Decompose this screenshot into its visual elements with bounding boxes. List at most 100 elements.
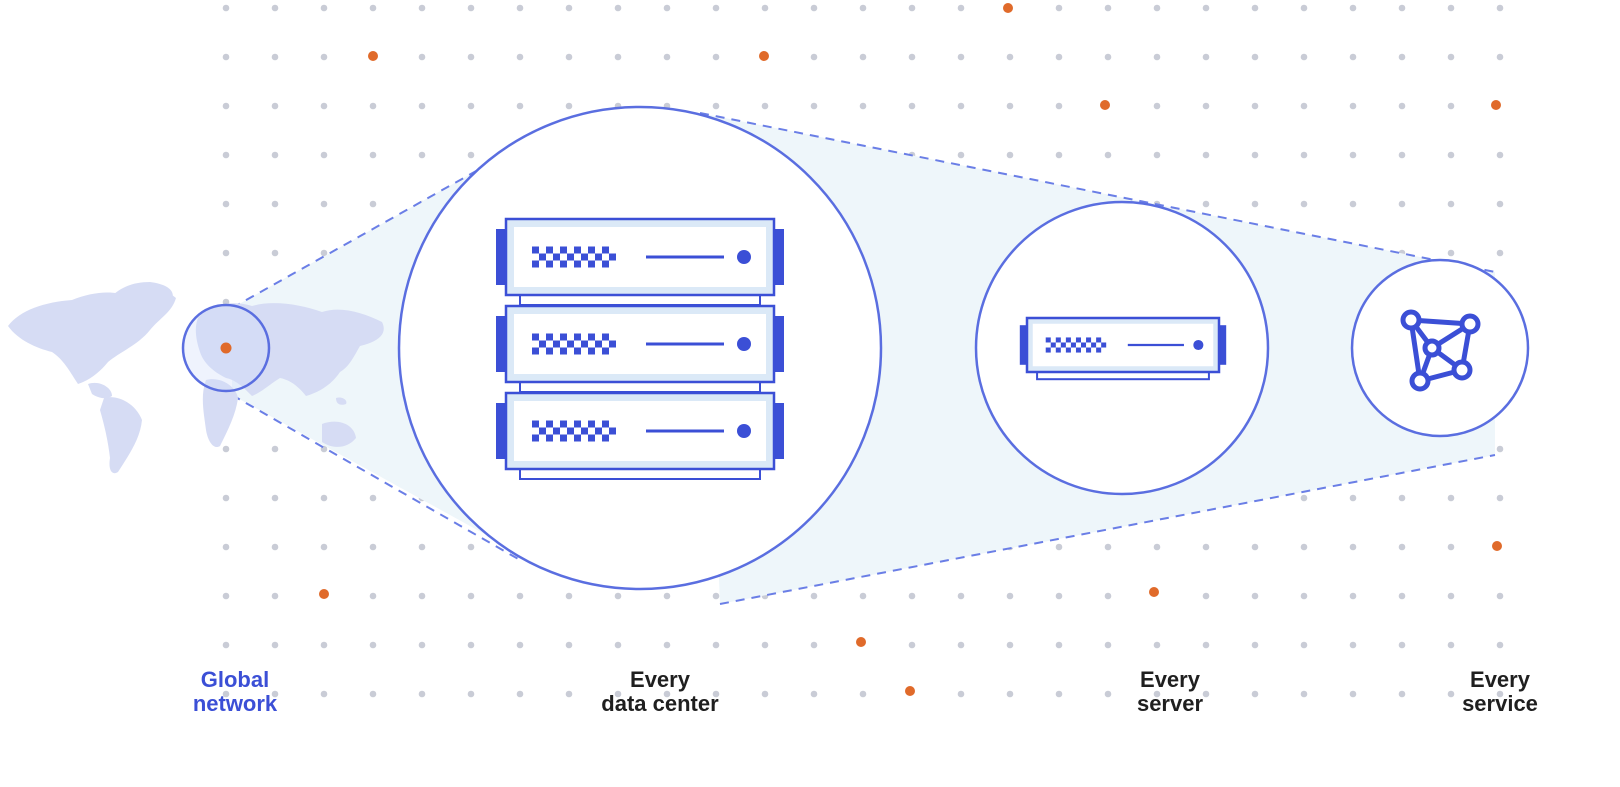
grid-dot: [1447, 690, 1455, 698]
server-unit: [496, 217, 784, 306]
grid-dot: [614, 53, 622, 61]
grid-dot: [761, 690, 769, 698]
grid-dot: [1447, 102, 1455, 110]
grid-dot: [1398, 151, 1406, 159]
vent-block: [560, 260, 567, 268]
grid-dot: [1496, 690, 1504, 698]
grid-dot: [222, 690, 230, 698]
grid-dot: [222, 249, 230, 257]
grid-dot: [1398, 102, 1406, 110]
grid-dot: [1055, 4, 1063, 12]
grid-dot: [1055, 102, 1063, 110]
grid-dot: [565, 4, 573, 12]
dashed-line: [231, 394, 521, 561]
grid-dot: [663, 4, 671, 12]
vent-block: [1045, 347, 1051, 353]
grid-dot: [1251, 102, 1259, 110]
vent-block: [1055, 347, 1061, 353]
global-network-lens: [181, 303, 271, 393]
label-every-server: Every server: [1090, 668, 1250, 716]
highlight-dot: [368, 51, 378, 61]
label-every-data-center: Every data center: [560, 668, 760, 716]
grid-dot: [1398, 4, 1406, 12]
vent-block: [553, 427, 560, 435]
vent-block: [595, 427, 602, 435]
grid-dot: [1496, 445, 1504, 453]
grid-dot: [271, 102, 279, 110]
vent-block: [602, 347, 609, 355]
grid-dot: [222, 641, 230, 649]
grid-dot: [1349, 151, 1357, 159]
grid-dot: [369, 494, 377, 502]
grid-dot: [565, 102, 573, 110]
vent-block: [539, 253, 546, 261]
grid-dot: [516, 641, 524, 649]
grid-dot: [1300, 4, 1308, 12]
highlight-dot: [1149, 587, 1159, 597]
grid-dot: [271, 592, 279, 600]
grid-dot: [1153, 641, 1161, 649]
label-every-service: Every service: [1420, 668, 1580, 716]
grid-dot: [761, 641, 769, 649]
vent-block: [574, 420, 581, 428]
grid-dot: [320, 249, 328, 257]
vent-block: [1081, 342, 1087, 348]
vent-block: [532, 260, 539, 268]
network-graph-icon: [1400, 309, 1481, 392]
grid-dot: [565, 641, 573, 649]
grid-dot: [859, 592, 867, 600]
grid-dot: [418, 543, 426, 551]
grid-dot: [418, 690, 426, 698]
highlight-dot: [1100, 100, 1110, 110]
vent-block: [602, 420, 609, 428]
grid-dot: [1055, 641, 1063, 649]
grid-dot: [908, 641, 916, 649]
vent-block: [602, 333, 609, 341]
grid-dot: [222, 53, 230, 61]
vent-block: [1075, 337, 1081, 343]
vent-block: [581, 427, 588, 435]
grid-dot: [663, 641, 671, 649]
grid-dot: [1006, 53, 1014, 61]
vent-block: [1075, 347, 1081, 353]
dashed-line: [699, 112, 1496, 273]
grid-dot: [320, 151, 328, 159]
grid-dot: [1447, 641, 1455, 649]
grid-dot: [222, 445, 230, 453]
server-lens: [974, 200, 1270, 496]
grid-dot: [516, 4, 524, 12]
grid-dot: [369, 641, 377, 649]
vent-block: [588, 420, 595, 428]
grid-dot: [1104, 151, 1112, 159]
vent-block: [1086, 347, 1092, 353]
grid-dot: [1202, 200, 1210, 208]
grid-dot: [516, 102, 524, 110]
grid-dot: [467, 102, 475, 110]
vent-block: [588, 246, 595, 254]
grid-dot: [1496, 4, 1504, 12]
grid-dot: [1006, 690, 1014, 698]
grid-dot: [614, 4, 622, 12]
vent-block: [588, 260, 595, 268]
grid-dot: [271, 641, 279, 649]
grid-dot: [1153, 4, 1161, 12]
grid-dot: [1300, 592, 1308, 600]
vent-block: [553, 340, 560, 348]
vent-block: [546, 246, 553, 254]
grid-dot: [761, 102, 769, 110]
grid-dot: [1300, 102, 1308, 110]
grid-dot: [712, 641, 720, 649]
grid-dot: [1153, 690, 1161, 698]
grid-dot: [1349, 592, 1357, 600]
grid-dot: [320, 200, 328, 208]
dashed-line: [719, 454, 1496, 605]
grid-dot: [1251, 641, 1259, 649]
grid-dot: [271, 53, 279, 61]
grid-dot: [1300, 200, 1308, 208]
grid-dot: [1349, 543, 1357, 551]
grid-dot: [1496, 53, 1504, 61]
grid-dot: [222, 102, 230, 110]
grid-dot: [1398, 543, 1406, 551]
grid-dot: [418, 4, 426, 12]
grid-dot: [271, 200, 279, 208]
